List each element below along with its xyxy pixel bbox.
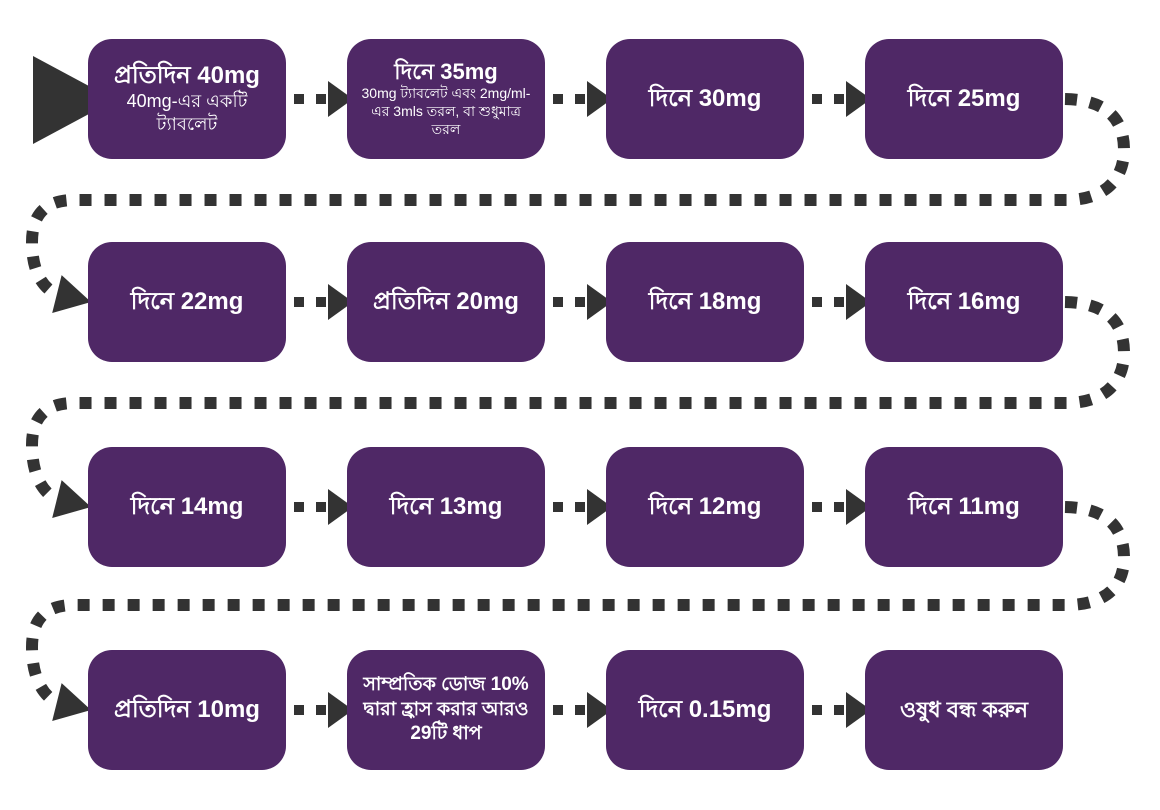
step-title: দিনে 25mg (907, 84, 1021, 112)
arrow-right-icon (52, 480, 91, 518)
step-title: দিনে 13mg (389, 492, 503, 520)
step-box-12mg: দিনে 12mg (606, 447, 804, 567)
arrow-right-icon (587, 284, 612, 320)
arrow-right-icon (328, 81, 353, 117)
step-box-16mg: দিনে 16mg (865, 242, 1063, 362)
return-path-row1-row2 (25, 93, 1131, 302)
step-box-13mg: দিনে 13mg (347, 447, 545, 567)
step-box-35mg: দিনে 35mg 30mg ট্যাবলেট এবং 2mg/ml-এর 3m… (347, 39, 545, 159)
arrow-right-icon (587, 692, 612, 728)
step-box-29-more-steps: সাম্প্রতিক ডোজ 10% দ্বারা হ্রাস করার আরও… (347, 650, 545, 770)
start-arrow-icon (33, 56, 115, 144)
step-box-stop-medication: ওষুধ বন্ধ করুন (865, 650, 1063, 770)
arrow-right-icon (846, 692, 871, 728)
arrow-right-icon (328, 692, 353, 728)
step-title: দিনে 30mg (648, 84, 762, 112)
step-title: দিনে 0.15mg (638, 695, 772, 723)
arrow-right-icon (328, 284, 353, 320)
arrow-right-icon (846, 81, 871, 117)
step-title: দিনে 11mg (908, 492, 1020, 520)
step-title: দিনে 16mg (907, 287, 1021, 315)
arrow-right-icon (587, 489, 612, 525)
step-title: প্রতিদিন 40mg (114, 61, 260, 89)
step-box-22mg: দিনে 22mg (88, 242, 286, 362)
step-box-11mg: দিনে 11mg (865, 447, 1063, 567)
return-path-row3-row4 (25, 501, 1131, 710)
step-title: দিনে 12mg (648, 492, 762, 520)
arrow-right-icon (846, 284, 871, 320)
step-box-30mg: দিনে 30mg (606, 39, 804, 159)
step-title: সাম্প্রতিক ডোজ 10% দ্বারা হ্রাস করার আরও… (363, 673, 529, 745)
step-box-10mg: প্রতিদিন 10mg (88, 650, 286, 770)
step-title: দিনে 22mg (130, 287, 244, 315)
return-path-row2-row3 (25, 296, 1131, 507)
arrow-right-icon (587, 81, 612, 117)
step-box-25mg: দিনে 25mg (865, 39, 1063, 159)
arrow-right-icon (52, 683, 91, 721)
step-subtitle: 40mg-এর একটি ট্যাবলেট (126, 91, 248, 135)
step-title: দিনে 18mg (648, 287, 762, 315)
step-box-14mg: দিনে 14mg (88, 447, 286, 567)
step-title: ওষুধ বন্ধ করুন (900, 696, 1028, 722)
step-subtitle: 30mg ট্যাবলেট এবং 2mg/ml-এর 3mls তরল, বা… (361, 85, 531, 138)
step-box-0-15mg: দিনে 0.15mg (606, 650, 804, 770)
step-box-18mg: দিনে 18mg (606, 242, 804, 362)
step-box-40mg: প্রতিদিন 40mg 40mg-এর একটি ট্যাবলেট (88, 39, 286, 159)
step-box-20mg: প্রতিদিন 20mg (347, 242, 545, 362)
step-title: প্রতিদিন 10mg (114, 695, 260, 723)
arrow-right-icon (846, 489, 871, 525)
arrow-right-icon (52, 275, 91, 313)
step-title: প্রতিদিন 20mg (373, 287, 519, 315)
step-title: দিনে 14mg (130, 492, 244, 520)
step-title: দিনে 35mg (394, 58, 498, 84)
arrow-right-icon (328, 489, 353, 525)
